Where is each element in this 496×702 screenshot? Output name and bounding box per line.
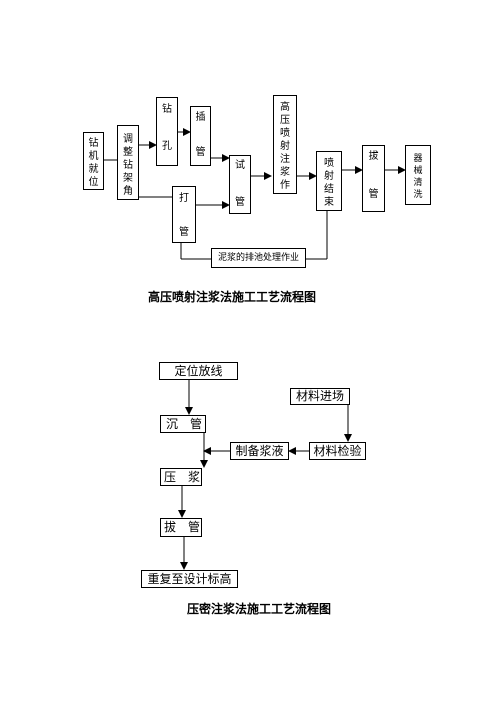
box-chenguan-label: 沉 管 <box>166 416 203 431</box>
box-gaoya-penshe: 高压喷射注浆作 <box>273 95 297 194</box>
box-jinchang-label: 材料进场 <box>295 389 344 403</box>
box-daguan: 打 管 <box>172 186 196 243</box>
box-dingwei-label: 定位放线 <box>174 363 223 378</box>
box-shiguan-bottom-label: 管 <box>235 197 245 208</box>
box-daguan-top-label: 打 <box>179 193 189 204</box>
box-zuankong-bottom-label: 孔 <box>162 141 172 152</box>
box-yajiang-label: 压 浆 <box>164 469 201 484</box>
box-daguan-bottom-label: 管 <box>179 227 189 238</box>
box-penshe-label: 喷射结束 <box>324 158 334 208</box>
box-chaguan-bottom-label: 管 <box>195 147 206 158</box>
diagram1-title: 高压喷射注浆法施工工艺流程图 <box>148 290 317 304</box>
box-baguan-2: 拔 管 <box>160 518 202 537</box>
box-zuankong: 钻 孔 <box>156 97 178 166</box>
box-tiaozheng-label: 调整钻架角 <box>123 133 133 197</box>
box-cailiao-jianyan: 材料检验 <box>309 442 366 460</box>
box-chongfu-label: 重复至设计标高 <box>147 571 232 586</box>
box-nijiang-label: 泥浆的排池处理作业 <box>217 252 299 263</box>
box-qixie-qingxi: 器械清洗 <box>405 145 431 205</box>
box-baguan-bottom-label: 管 <box>368 189 379 200</box>
box-yajiang: 压 浆 <box>160 468 202 486</box>
box-chenguan: 沉 管 <box>160 415 206 433</box>
box-nijiang: 泥浆的排池处理作业 <box>211 248 306 268</box>
box-zuanji-jiuwei-label: 钻机就位 <box>88 138 99 188</box>
box-dingwei-fangxian: 定位放线 <box>159 362 238 380</box>
box-jianyan-label: 材料检验 <box>313 443 362 458</box>
box-zhibei-jiangye: 制备浆液 <box>230 442 289 460</box>
box-tiaozheng-zuanjiajiao: 调整钻架角 <box>117 125 139 200</box>
box-chaguan: 插 管 <box>190 106 211 166</box>
box-cailiao-jinchang: 材料进场 <box>290 388 350 405</box>
diagram2-title: 压密注浆法施工工艺流程图 <box>187 602 332 616</box>
box-penshe-jieshu: 喷射结束 <box>316 151 342 211</box>
box-shiguan-top-label: 试 <box>235 160 245 171</box>
box-zuankong-top-label: 钻 <box>162 104 172 115</box>
box-shiguan: 试 管 <box>229 155 251 214</box>
box-gaoya-label: 高压喷射注浆作 <box>280 102 290 191</box>
box-zuanji-jiuwei: 钻机就位 <box>83 132 104 190</box>
box-qixie-label: 器械清洗 <box>413 153 423 200</box>
box-baguan: 拔 管 <box>362 145 385 212</box>
box-zhibei-label: 制备浆液 <box>235 443 284 458</box>
box-baguan-top-label: 拔 <box>368 151 379 162</box>
box-chaguan-top-label: 插 <box>195 112 206 123</box>
box-chongfu: 重复至设计标高 <box>141 570 238 588</box>
box-baguan2-label: 拔 管 <box>164 520 201 534</box>
